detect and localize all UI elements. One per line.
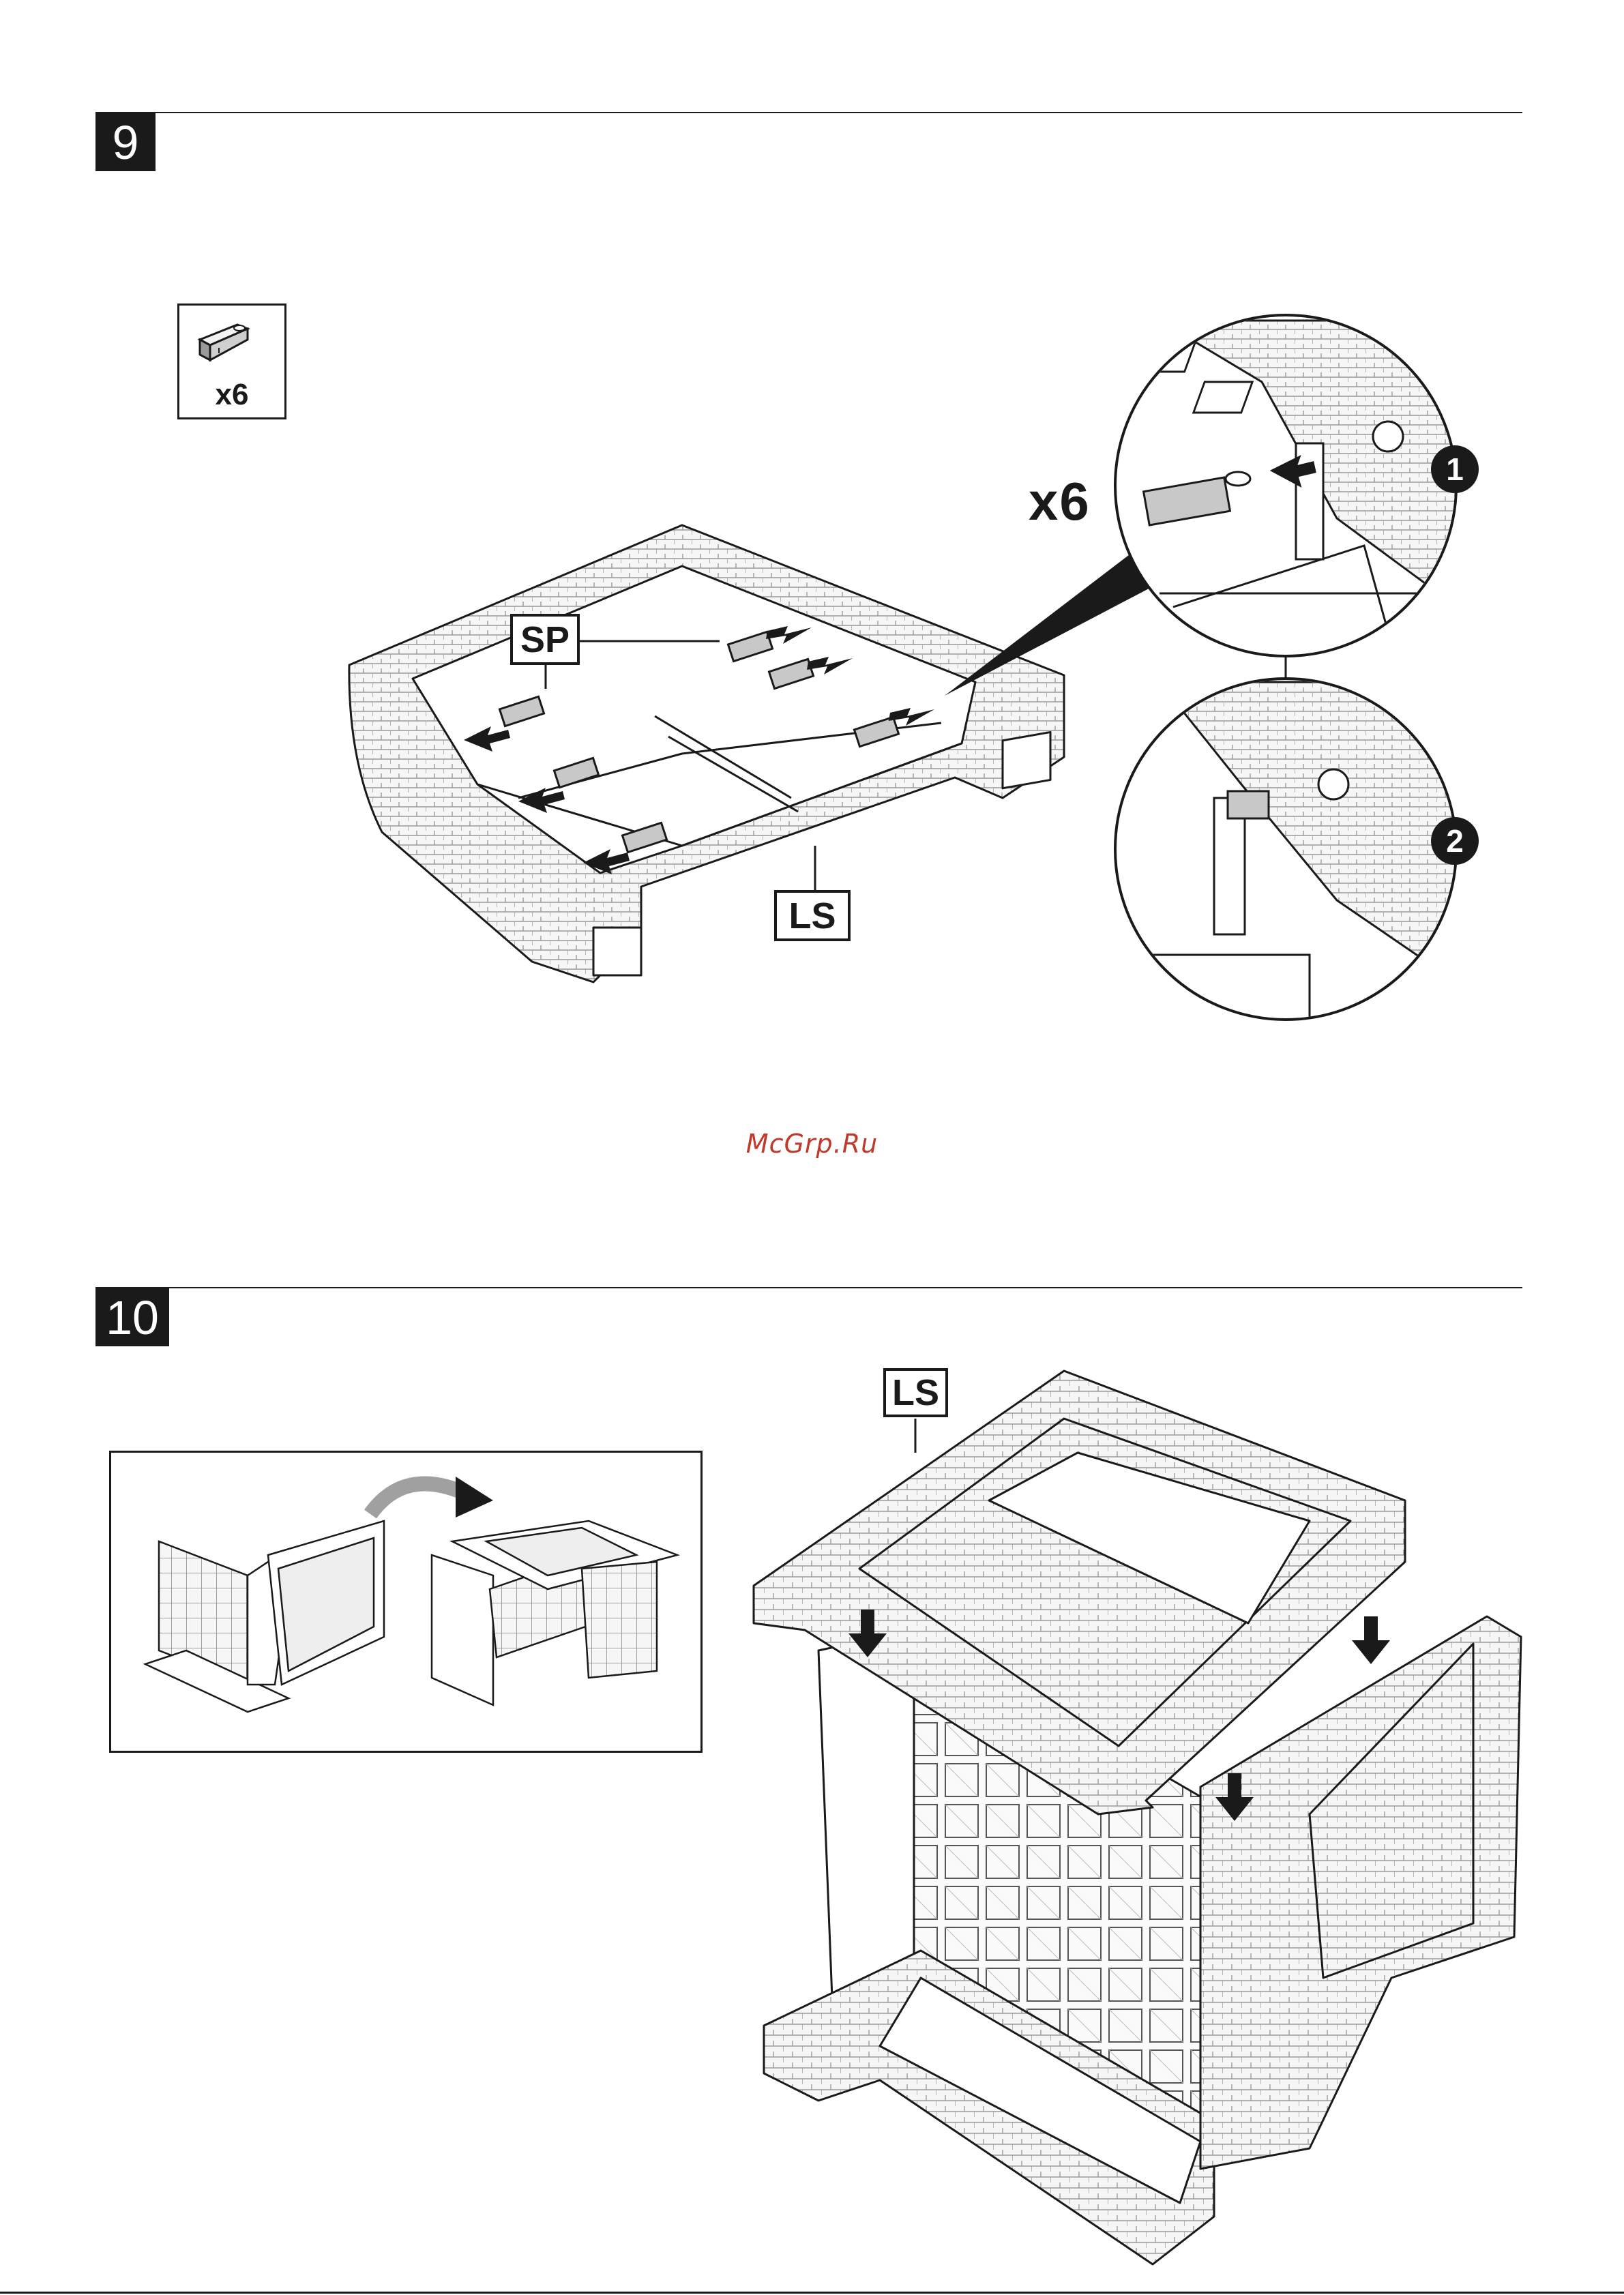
label-ls-step10: LS bbox=[883, 1368, 948, 1417]
page-bottom-rule bbox=[0, 2292, 1624, 2294]
